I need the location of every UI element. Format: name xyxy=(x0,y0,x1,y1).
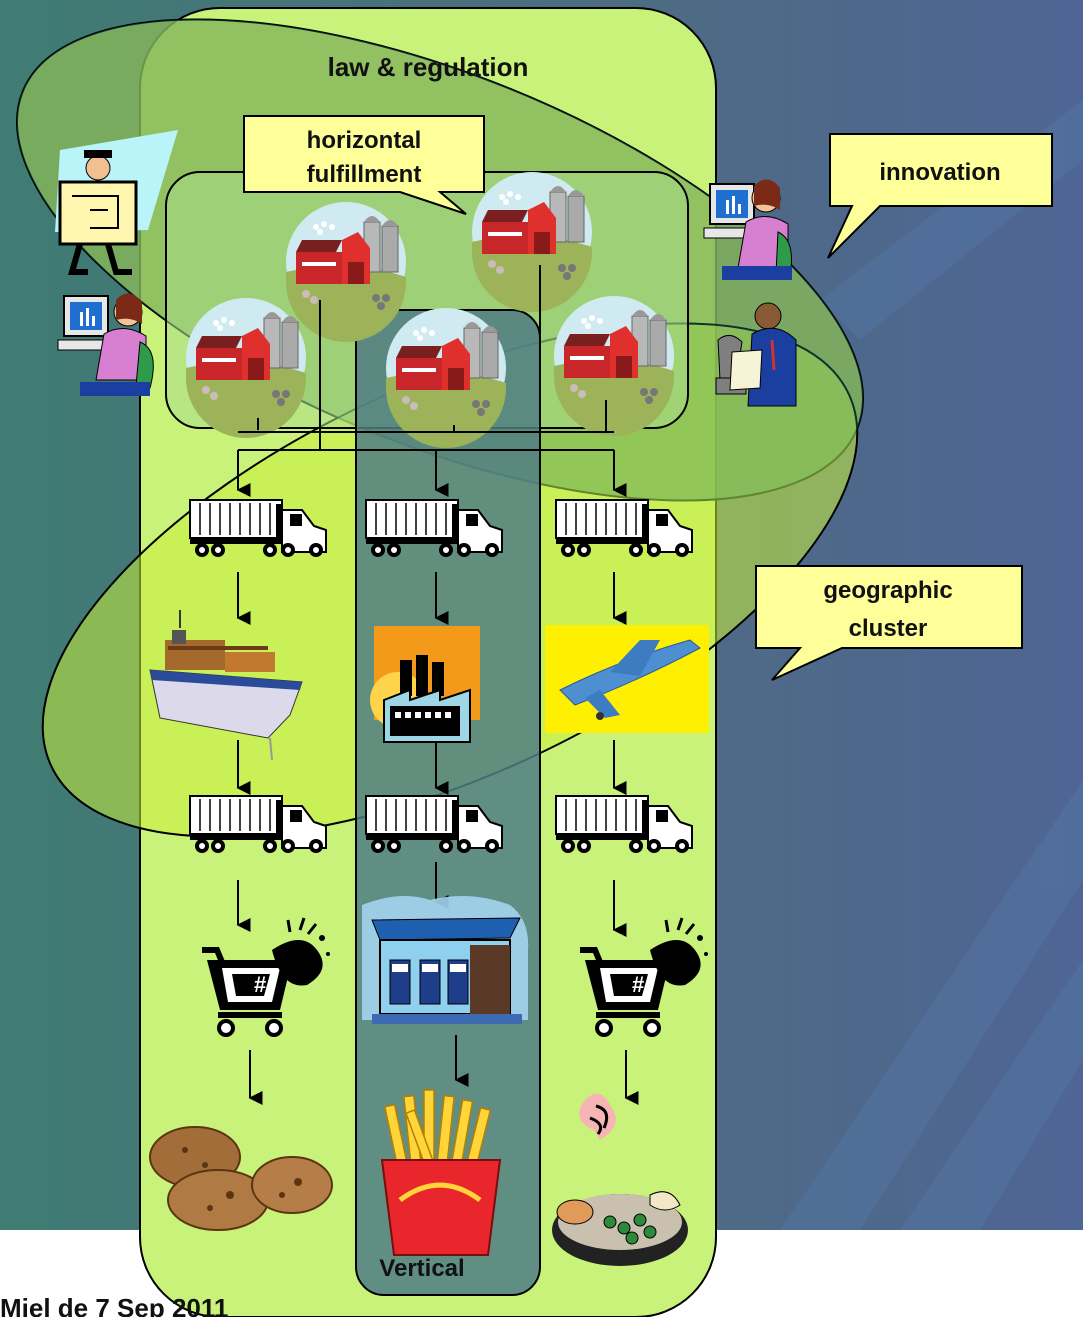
callout-geographic-cluster: geographic cluster xyxy=(755,565,1023,681)
callout-text: innovation xyxy=(879,159,1000,186)
airplane-icon xyxy=(545,625,709,733)
callout-text: cluster xyxy=(849,615,928,642)
computer-user-icon xyxy=(57,293,154,396)
callout-text: horizontal xyxy=(307,127,422,154)
callout-text: fulfillment xyxy=(307,161,422,188)
factory-icon xyxy=(370,626,480,743)
ship-icon xyxy=(149,610,303,761)
scientist-icon xyxy=(715,302,797,407)
farm-icon xyxy=(285,201,407,343)
gas-station-icon xyxy=(362,896,529,1024)
farm-icon xyxy=(385,307,507,449)
footer-text: Miel de 7 Sep 2011 xyxy=(0,1293,228,1317)
potatoes-icon xyxy=(149,1126,333,1231)
farm-icon xyxy=(185,297,307,439)
architect-icon xyxy=(55,130,178,275)
farm-icon xyxy=(553,295,675,437)
french-fries-icon xyxy=(380,1089,502,1256)
callout-text: geographic xyxy=(823,577,952,604)
farm-icon xyxy=(471,171,593,313)
computer-user-icon xyxy=(703,179,792,280)
meal-icon xyxy=(552,1093,688,1266)
callout-horizontal-fulfillment: horizontal fulfillment xyxy=(243,115,485,215)
label-vertical: Vertical xyxy=(379,1255,464,1282)
farm-connectors xyxy=(238,265,614,451)
label-law-regulation: law & regulation xyxy=(328,52,529,82)
callout-innovation: innovation xyxy=(827,133,1053,259)
flow-arrows xyxy=(236,450,639,1105)
